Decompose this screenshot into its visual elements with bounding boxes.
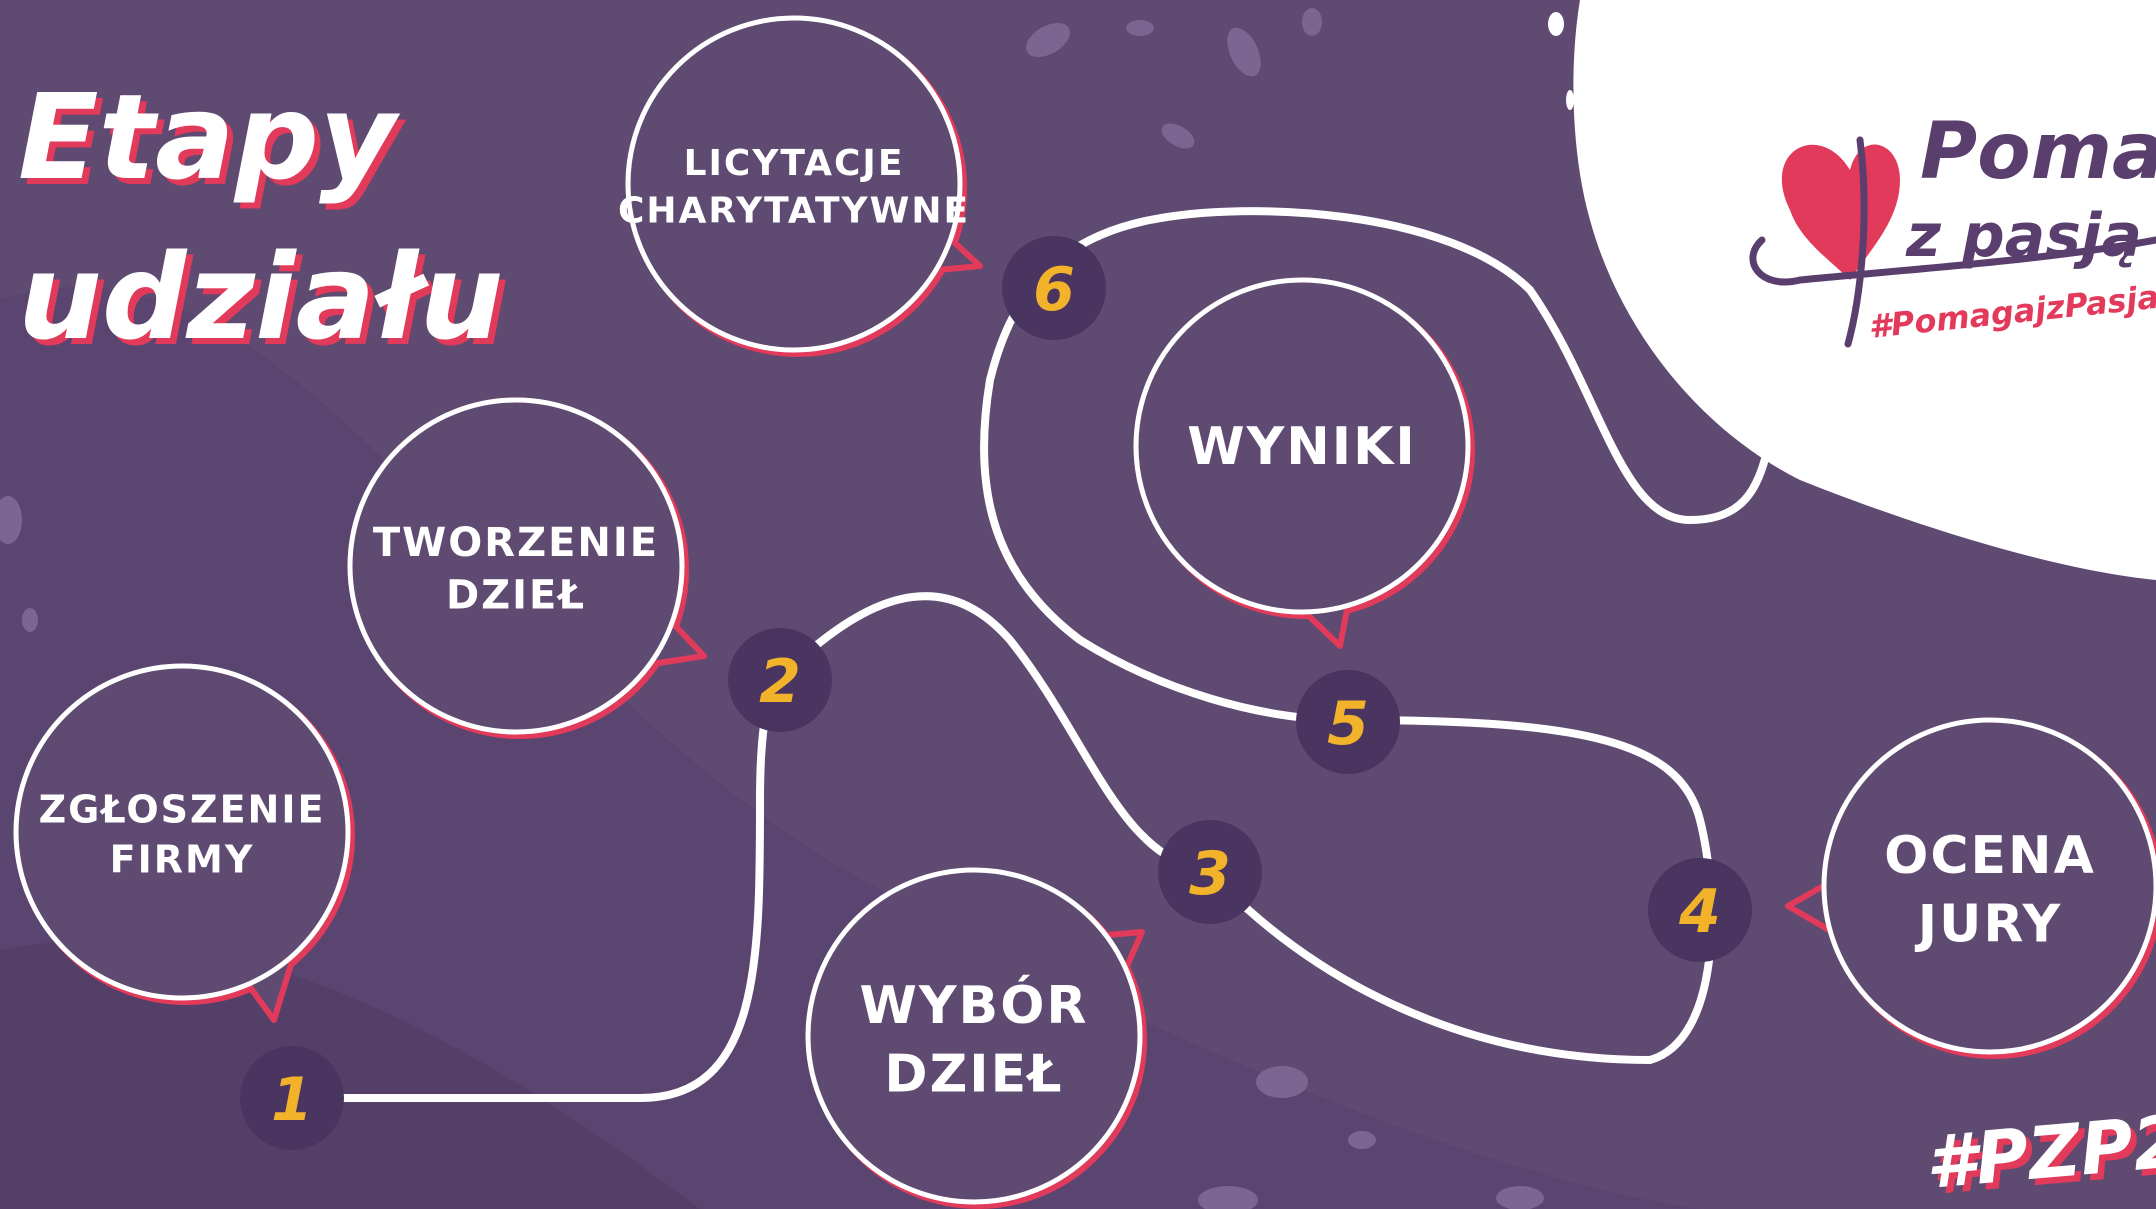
step-bubble-3: WYBÓR DZIEŁ [805,867,1147,1209]
step-number-2: 2 [759,647,801,717]
step-6-label-line-1: LICYTACJE [684,143,905,184]
step-4-label-line-2: JURY [1915,894,2062,954]
step-number-3: 3 [1189,839,1231,909]
heart-icon [1749,136,2156,348]
step-marker-1: 1 [240,1046,344,1150]
logo-line-1: Pomagaj [1920,107,2156,197]
logo-blob [1548,0,2156,580]
step-number-5: 5 [1327,689,1369,759]
step-3-label-line-2: DZIEŁ [884,1044,1063,1104]
step-bubble-2: TWORZENIE DZIEŁ [347,397,707,739]
step-markers: 1 2 3 4 5 6 [240,236,1752,1150]
title-line-2: udziału [18,228,503,366]
step-number-1: 1 [271,1065,313,1135]
step-5-label-line-1: WYNIKI [1187,417,1417,477]
step-bubbles: ZGŁOSZENIE FIRMY TWORZENIE DZIEŁ WYBÓR DZIEŁ O… [13,15,2156,1209]
event-hashtag: #PZP2022 #PZP2022 [1922,1086,2156,1209]
page-title: Etapy Etapy udziału udziału [18,68,509,372]
route-path [291,207,1774,1102]
step-2-label-line-2: DZIEŁ [446,573,586,619]
step-marker-5: 5 [1296,670,1400,774]
title-line-1: Etapy [18,68,401,206]
step-marker-3: 3 [1158,820,1262,924]
step-bubble-6: LICYTACJE CHARYTATYWNE [618,15,983,357]
hashtag-text: #PZP2022 [1922,1086,2156,1205]
svg-text:Etapy: Etapy [24,74,407,212]
step-number-4: 4 [1678,877,1721,947]
step-marker-6: 6 [1002,236,1106,340]
step-bubble-1: ZGŁOSZENIE FIRMY [13,663,355,1023]
step-2-label-line-1: TWORZENIE [373,520,659,566]
step-1-label-line-1: ZGŁOSZENIE [39,788,326,832]
step-marker-4: 4 [1648,858,1752,962]
logo-line-2: z pasją [1905,201,2142,271]
step-6-label-line-2: CHARYTATYWNE [618,190,970,231]
step-4-label-line-1: OCENA [1884,826,2096,886]
step-3-label-line-1: WYBÓR [860,974,1089,1036]
step-1-label-line-2: FIRMY [110,837,255,881]
svg-text:udziału: udziału [24,234,509,372]
step-number-6: 6 [1033,255,1075,325]
step-marker-2: 2 [728,628,832,732]
step-bubble-5: WYNIKI [1133,277,1475,649]
step-bubble-4: OCENA JURY [1785,717,2156,1059]
